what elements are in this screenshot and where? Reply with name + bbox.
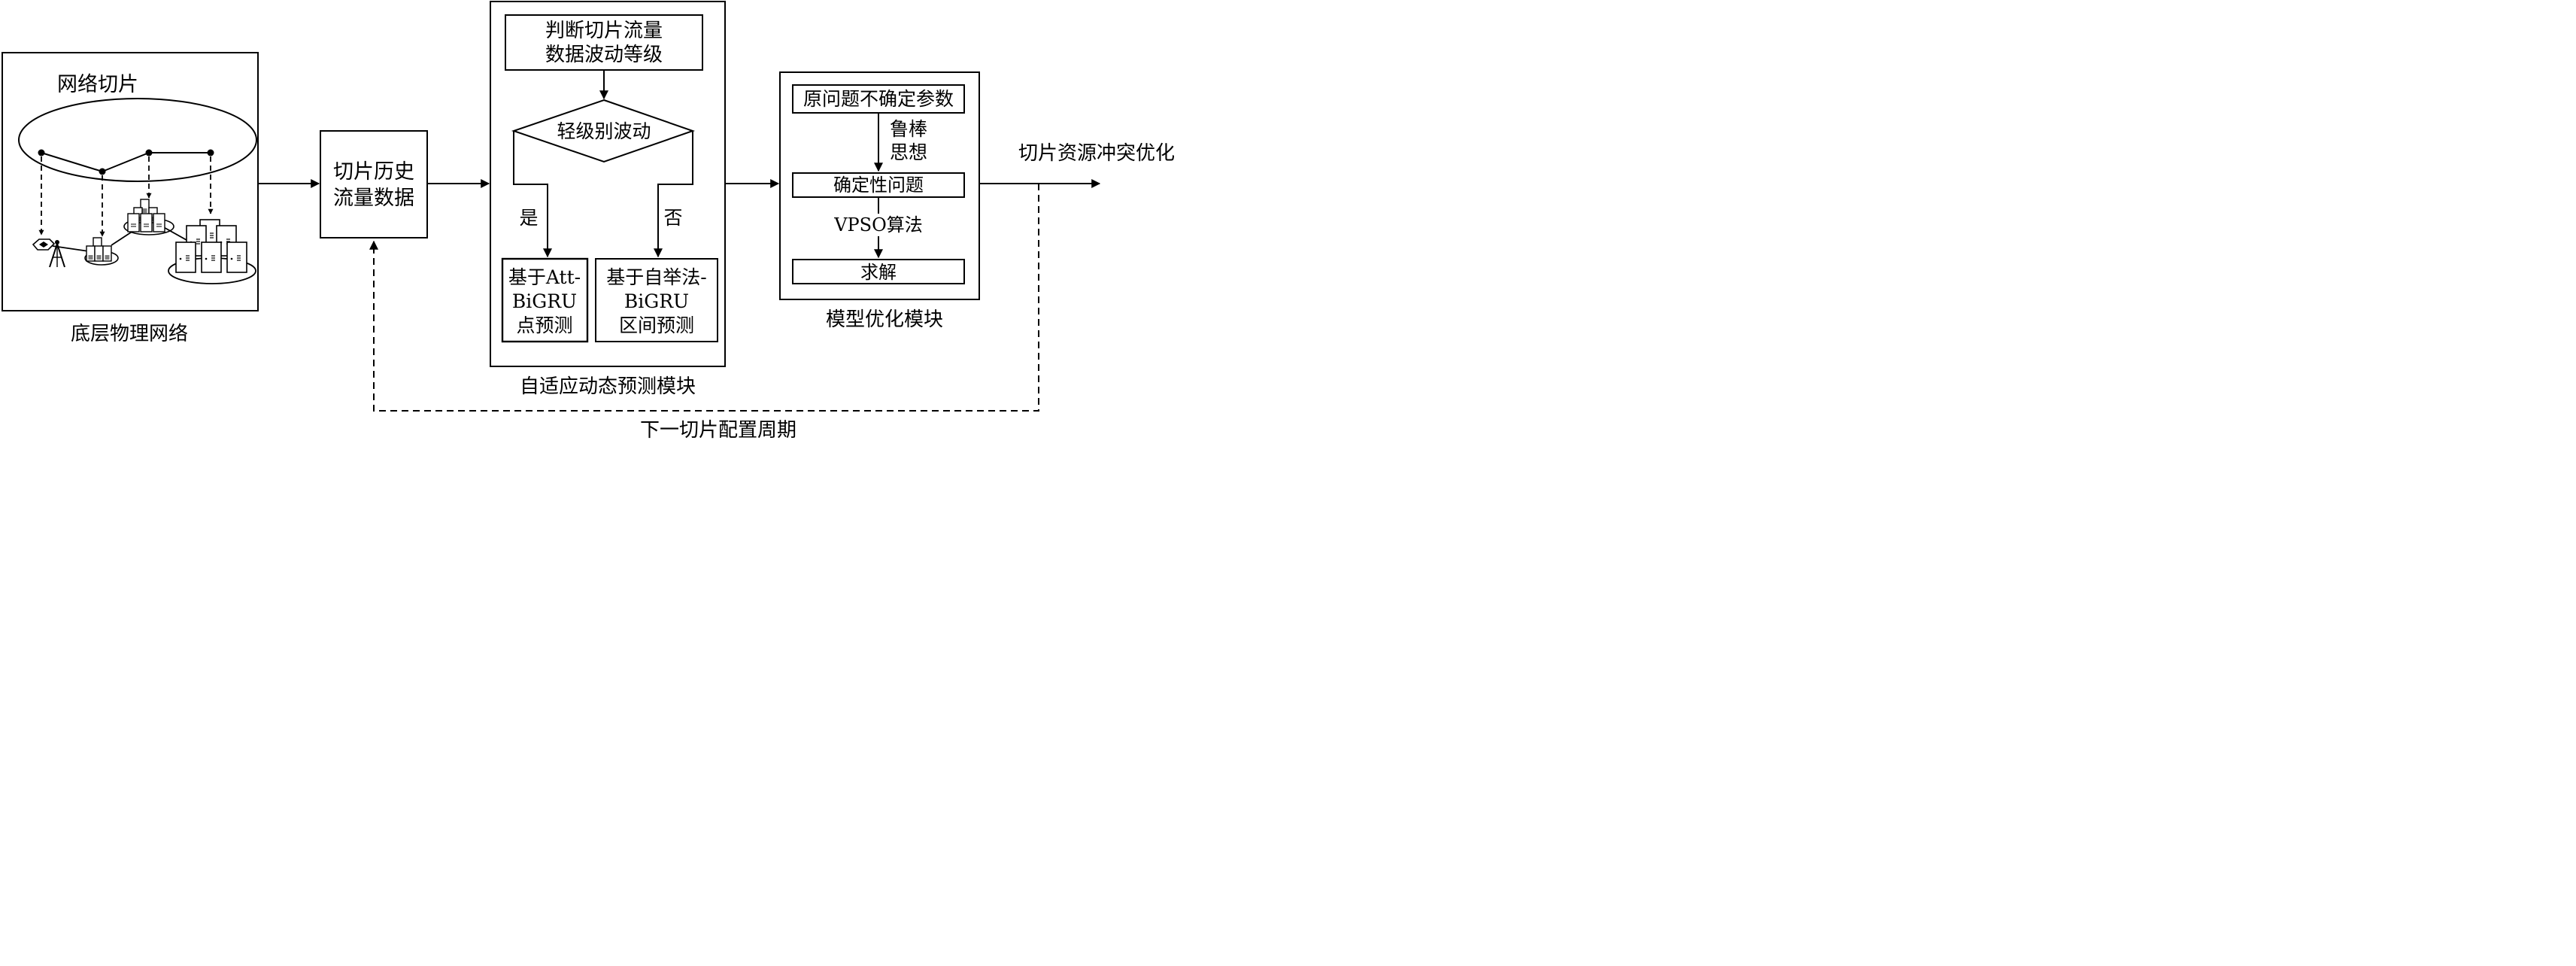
server-rack-icon (84, 237, 119, 266)
slice-node (145, 149, 153, 156)
output-label: 切片资源冲突优化 (1018, 142, 1175, 165)
decision-label: 轻级别波动 (557, 120, 651, 142)
server-rack-icon (168, 219, 256, 284)
physical-network-module: 网络切片 (2, 52, 259, 345)
slice-path (41, 152, 211, 173)
antenna-tower-icon (49, 240, 65, 268)
slice-node (99, 168, 106, 175)
slice-node (38, 149, 45, 156)
router-icon (32, 238, 56, 251)
robust-line1: 鲁棒 (890, 118, 927, 140)
interval-prediction-line1: 基于自举法- (606, 266, 706, 288)
interval-prediction-line3: 区间预测 (619, 314, 694, 336)
history-data-line1: 切片历史 (333, 160, 414, 184)
point-prediction-line1: 基于Att- (508, 266, 581, 288)
adaptive-module-caption: 自适应动态预测模块 (520, 375, 696, 398)
adaptive-prediction-module: 判断切片流量 数据波动等级 轻级别波动 是 否 基于Att- BiGRU 点预测… (490, 1, 726, 398)
solve-label: 求解 (860, 262, 897, 283)
decision-diamond (511, 99, 696, 163)
network-slice-ellipse (18, 98, 257, 182)
feedback-loop-arrow (369, 184, 1039, 412)
interval-prediction-box (595, 258, 718, 342)
uncertain-params-label: 原问题不确定参数 (803, 88, 954, 110)
judge-line1: 判断切片流量 (545, 20, 663, 42)
history-data-box: 切片历史 流量数据 (320, 130, 428, 238)
server-rack-icon (123, 199, 174, 235)
deterministic-problem-label: 确定性问题 (833, 175, 924, 196)
algorithm-label-bg (833, 214, 924, 236)
history-data-line2: 流量数据 (333, 187, 414, 210)
physical-network-frame (2, 52, 259, 311)
no-label: 否 (663, 207, 682, 229)
optimization-module-frame (779, 71, 980, 300)
solve-box (792, 259, 965, 284)
system-flow-diagram: 网络切片 (2, 1, 1175, 440)
robust-line2: 思想 (890, 141, 927, 163)
model-optimization-module: 原问题不确定参数 鲁棒 思想 确定性问题 VPSO算法 求解 模型优化模块 (779, 71, 980, 331)
feedback-label: 下一切片配置周期 (640, 419, 796, 440)
algorithm-label: VPSO算法 (833, 214, 923, 235)
network-slice-label: 网络切片 (57, 73, 138, 96)
point-prediction-box (501, 257, 589, 343)
optimization-module-caption: 模型优化模块 (826, 308, 943, 331)
no-branch-arrow (654, 131, 693, 258)
yes-label: 是 (519, 207, 538, 229)
point-prediction-line3: 点预测 (516, 314, 572, 336)
physical-network-caption: 底层物理网络 (71, 323, 188, 345)
judge-line2: 数据波动等级 (545, 44, 663, 66)
interval-prediction-line2: BiGRU (624, 290, 689, 312)
yes-branch-arrow (513, 131, 552, 258)
slice-node (207, 149, 214, 156)
point-prediction-line2: BiGRU (512, 290, 577, 312)
